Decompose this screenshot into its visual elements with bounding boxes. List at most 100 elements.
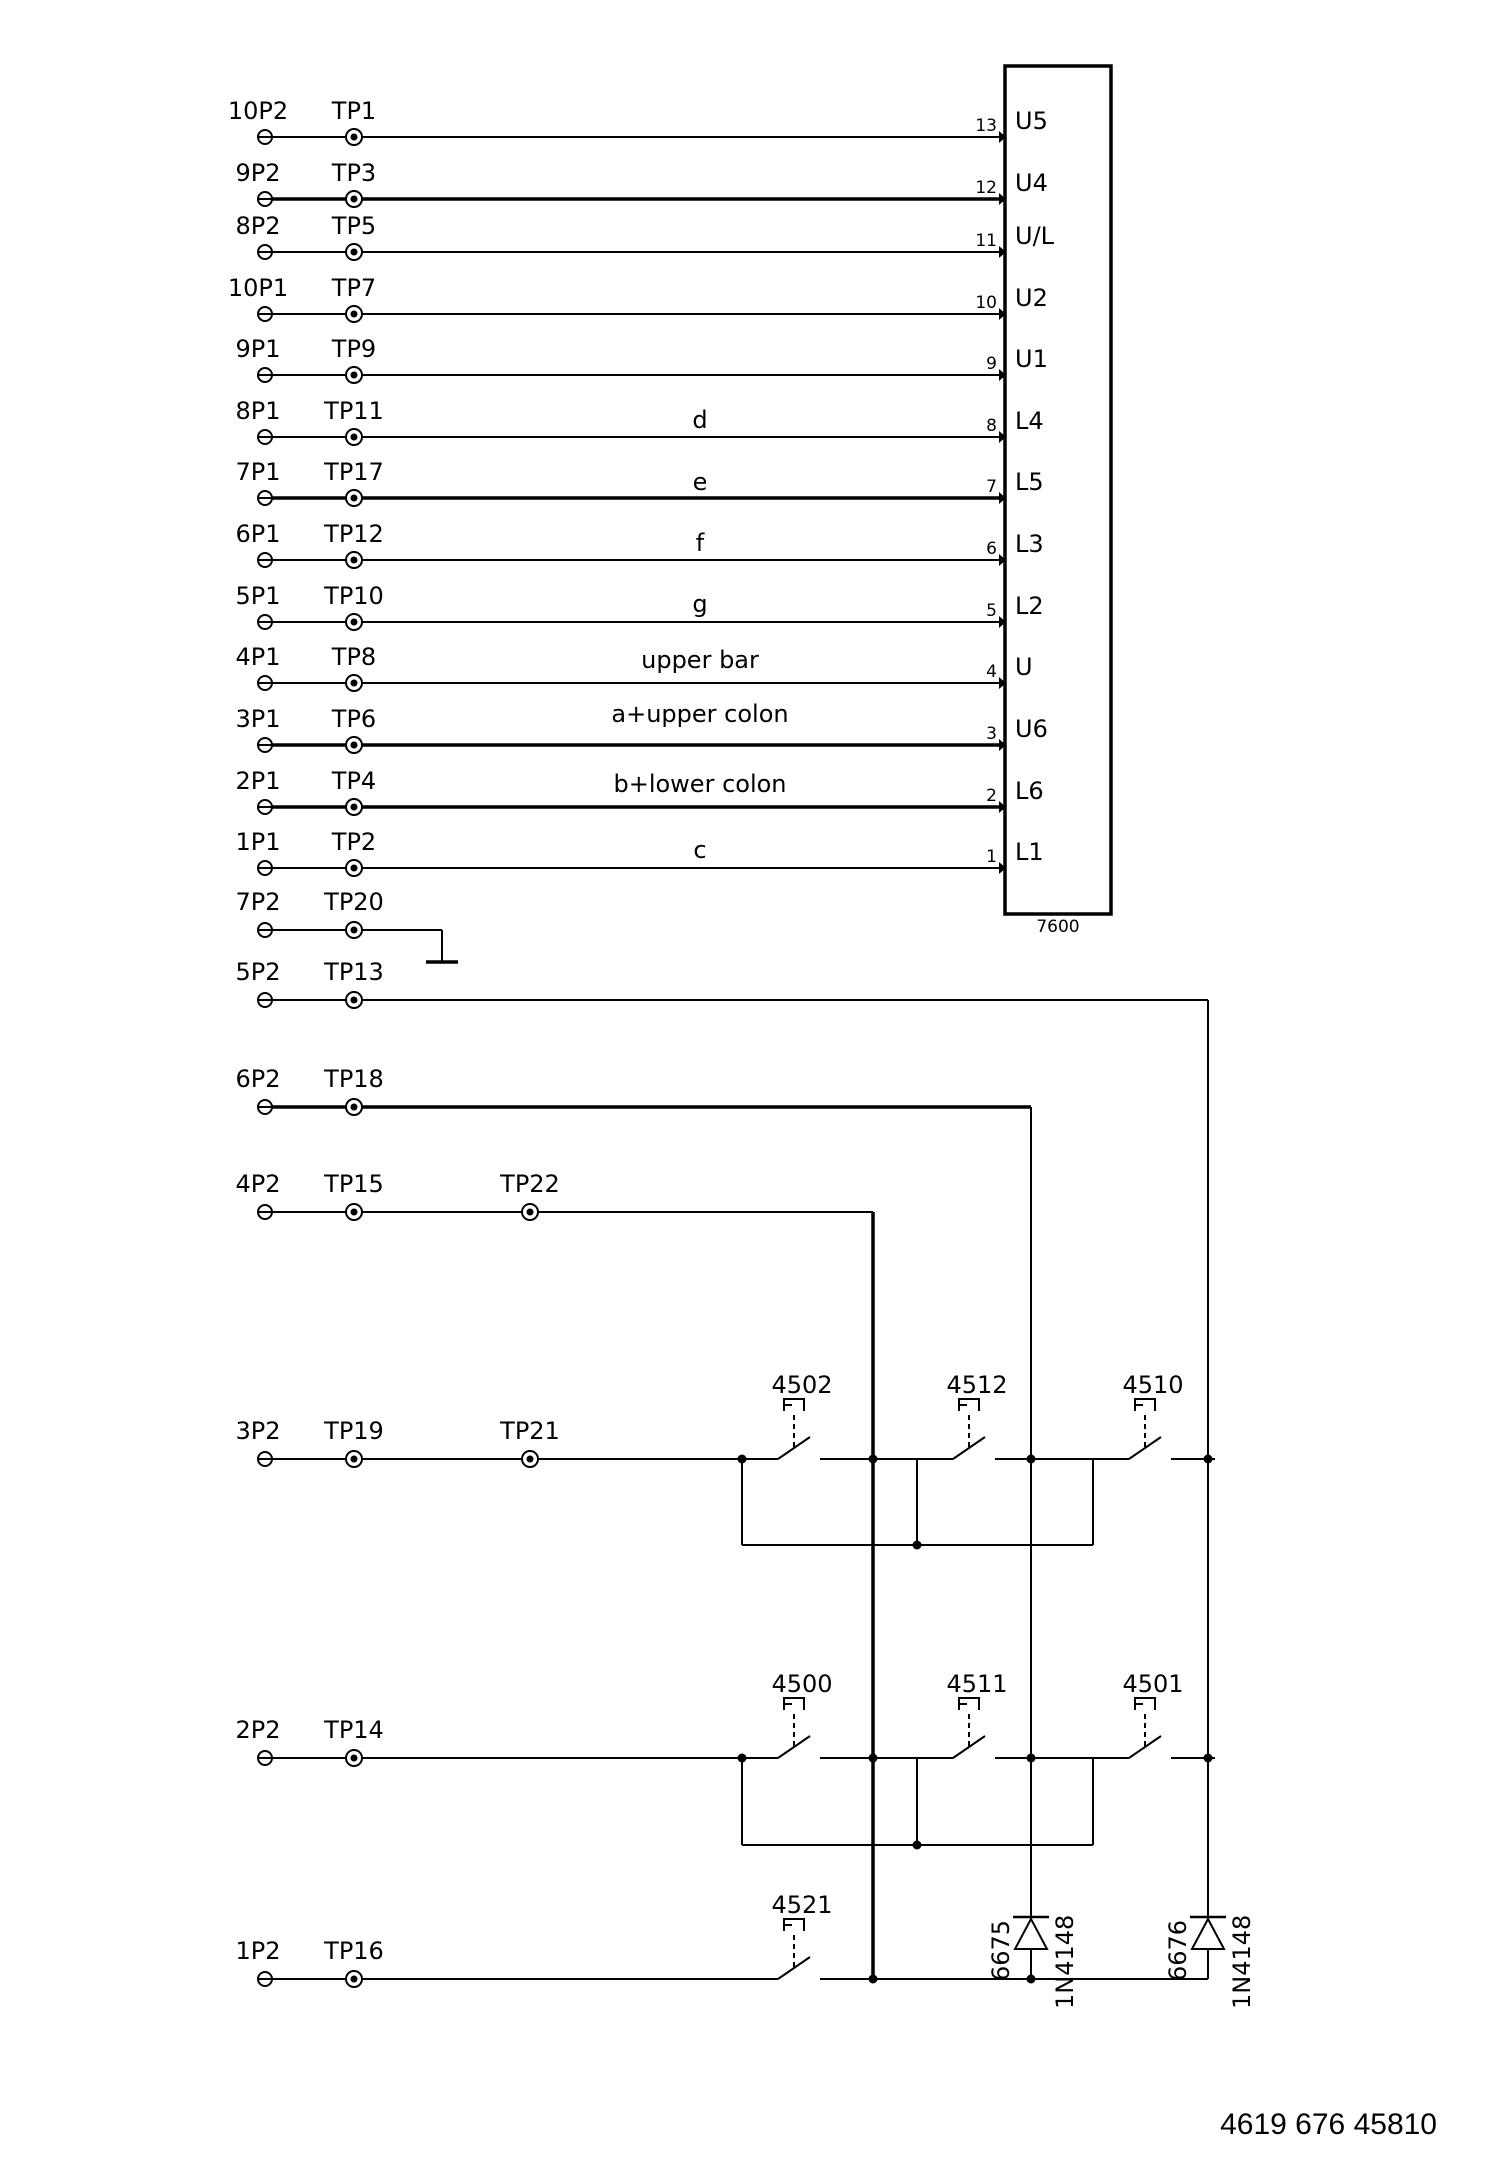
- diode-type: 1N4148: [1051, 1915, 1079, 2009]
- connector-terminal: [257, 614, 273, 630]
- diode-ref: 6676: [1164, 1920, 1192, 1981]
- pin-number: 1: [986, 847, 997, 867]
- connector-terminal: [257, 860, 273, 876]
- segment-label: U6: [1015, 715, 1048, 743]
- connector-label: 3P2: [235, 1417, 280, 1445]
- test-point-label: TP22: [499, 1170, 560, 1198]
- pin-arrow: [999, 801, 1006, 813]
- junction-dot: [1203, 1753, 1213, 1763]
- test-point-label: TP6: [331, 705, 376, 733]
- pin-number: 7: [986, 477, 997, 497]
- test-point-label: TP12: [323, 520, 384, 548]
- push-switch: [917, 1398, 1039, 1460]
- pin-arrow: [999, 431, 1006, 443]
- test-point: [345, 190, 363, 208]
- switch-label: 4501: [1122, 1670, 1183, 1698]
- connector-label: 5P1: [235, 582, 280, 610]
- test-point: [345, 551, 363, 569]
- connector-label: 8P1: [235, 397, 280, 425]
- pin-arrow: [999, 677, 1006, 689]
- connector-terminal: [257, 191, 273, 207]
- connector-label: 7P2: [235, 888, 280, 916]
- pin-arrow: [999, 369, 1006, 381]
- pin-arrow: [999, 246, 1006, 258]
- test-point-label: TP16: [323, 1937, 384, 1965]
- pin-number: 4: [986, 662, 997, 682]
- push-switch: [917, 1697, 1039, 1759]
- signal-name: b+lower colon: [613, 770, 786, 798]
- test-point: [345, 1098, 363, 1116]
- test-point: [345, 366, 363, 384]
- segment-label: L4: [1015, 407, 1044, 435]
- connector-terminal: [257, 429, 273, 445]
- test-point-label: TP13: [323, 958, 384, 986]
- connector-terminal: [257, 799, 273, 815]
- connector-terminal: [257, 306, 273, 322]
- pin-number: 6: [986, 539, 997, 559]
- push-switch: [742, 1697, 864, 1759]
- switch-label: 4512: [946, 1371, 1007, 1399]
- segment-label: U/L: [1015, 222, 1055, 250]
- test-point: [345, 1450, 363, 1468]
- junction-dot: [1026, 1454, 1036, 1464]
- test-point: [345, 489, 363, 507]
- signal-name: d: [692, 406, 707, 434]
- signal-name: g: [692, 590, 707, 618]
- test-point: [345, 859, 363, 877]
- pin-arrow: [999, 193, 1006, 205]
- test-point-label: TP4: [331, 767, 376, 795]
- test-point: [345, 305, 363, 323]
- segment-label: L2: [1015, 592, 1044, 620]
- test-point: [345, 613, 363, 631]
- test-point: [345, 428, 363, 446]
- connector-label: 7P1: [235, 458, 280, 486]
- segment-label: U1: [1015, 345, 1048, 373]
- pin-arrow: [999, 862, 1006, 874]
- connector-terminal: [257, 129, 273, 145]
- pin-arrow: [999, 739, 1006, 751]
- pin-arrow: [999, 616, 1006, 628]
- test-point-label: TP14: [323, 1716, 384, 1744]
- segment-label: L5: [1015, 468, 1044, 496]
- connector-terminal: [257, 1971, 273, 1987]
- junction-dot: [912, 1840, 922, 1850]
- connector-label: 6P1: [235, 520, 280, 548]
- pin-number: 2: [986, 786, 997, 806]
- connector-terminal: [257, 367, 273, 383]
- test-point-label: TP15: [323, 1170, 384, 1198]
- test-point-label: TP3: [331, 159, 376, 187]
- pin-number: 5: [986, 601, 997, 621]
- connector-label: 1P2: [235, 1937, 280, 1965]
- signal-name: e: [693, 468, 708, 496]
- connector-label: 10P1: [228, 274, 288, 302]
- test-point-label: TP17: [323, 458, 384, 486]
- connector-label: 5P2: [235, 958, 280, 986]
- connector-label: 1P1: [235, 828, 280, 856]
- pin-number: 3: [986, 724, 997, 744]
- test-point: [345, 128, 363, 146]
- connector-terminal: [257, 1099, 273, 1115]
- connector-label: 6P2: [235, 1065, 280, 1093]
- connector-label: 4P2: [235, 1170, 280, 1198]
- test-point: [345, 674, 363, 692]
- signal-name: a+upper colon: [611, 700, 788, 728]
- push-switch: [742, 1918, 864, 1980]
- connector-terminal: [257, 922, 273, 938]
- junction-dot: [1203, 1454, 1213, 1464]
- test-point-label: TP18: [323, 1065, 384, 1093]
- connector-terminal: [257, 244, 273, 260]
- connector-label: 9P2: [235, 159, 280, 187]
- push-switch: [1093, 1398, 1215, 1460]
- junction-dot: [868, 1974, 878, 1984]
- pin-number: 11: [975, 231, 997, 251]
- connector-label: 10P2: [228, 97, 288, 125]
- test-point: [345, 991, 363, 1009]
- switch-label: 4500: [771, 1670, 832, 1698]
- switch-label: 4502: [771, 1371, 832, 1399]
- test-point-label: TP10: [323, 582, 384, 610]
- test-point: [521, 1203, 539, 1221]
- pin-arrow: [999, 492, 1006, 504]
- segment-label: U5: [1015, 107, 1048, 135]
